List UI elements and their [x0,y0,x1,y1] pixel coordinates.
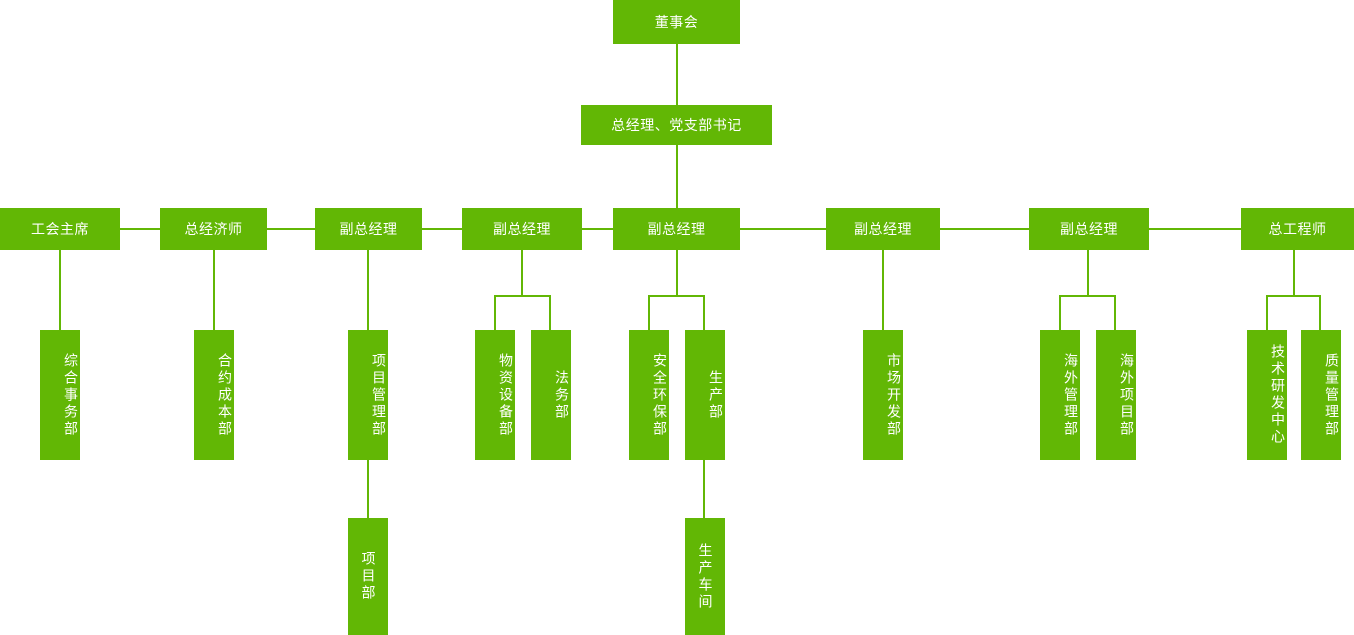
connector-exec-spine-4 [582,228,613,230]
connector-deputy2-bar [494,295,550,297]
node-market-development-dept[interactable]: 市场开发部 [863,330,903,460]
node-union-chairman[interactable]: 工会主席 [0,208,120,250]
connector-exec-spine-5 [740,228,826,230]
node-deputy-gm-5[interactable]: 副总经理 [1029,208,1149,250]
connector-chief-engineer-bar [1266,295,1320,297]
node-contract-cost-dept[interactable]: 合约成本部 [194,330,234,460]
node-production-dept[interactable]: 生产部 [685,330,725,460]
node-chief-engineer[interactable]: 总工程师 [1241,208,1354,250]
connector-deputy3-stem [676,250,678,296]
connector-deputy5-stem [1087,250,1089,296]
connector-project-mgmt-to-project-dept [367,460,369,518]
connector-deputy2-to-materials [494,295,496,330]
connector-chief-engineer-to-tech-rd [1266,295,1268,330]
connector-exec-spine-3 [422,228,462,230]
node-quality-management-dept[interactable]: 质量管理部 [1301,330,1341,460]
connector-deputy1-to-project-mgmt [367,250,369,330]
connector-production-to-production-shop [703,460,705,518]
connector-exec-spine-2 [267,228,315,230]
node-overseas-management-dept[interactable]: 海外管理部 [1040,330,1080,460]
node-materials-equipment-dept[interactable]: 物资设备部 [475,330,515,460]
connector-exec-spine-7 [1149,228,1241,230]
node-deputy-gm-3[interactable]: 副总经理 [613,208,740,250]
connector-exec-spine-1 [120,228,160,230]
connector-deputy2-stem [521,250,523,296]
connector-deputy3-bar [648,295,704,297]
node-safety-environment-dept[interactable]: 安全环保部 [629,330,669,460]
connector-deputy5-to-overseas-mgmt [1059,295,1061,330]
connector-chief-engineer-to-quality [1319,295,1321,330]
connector-gm-to-exec-row [676,145,678,208]
connector-exec-spine-6 [940,228,1029,230]
connector-deputy5-bar [1059,295,1115,297]
node-deputy-gm-2[interactable]: 副总经理 [462,208,582,250]
connector-deputy3-to-production [703,295,705,330]
node-deputy-gm-1[interactable]: 副总经理 [315,208,422,250]
connector-deputy5-to-overseas-project [1114,295,1116,330]
connector-board-to-gm [676,44,678,105]
node-board-of-directors[interactable]: 董事会 [613,0,740,44]
connector-union-chair-to-general-affairs [59,250,61,330]
node-project-mgmt-dept[interactable]: 项目管理部 [348,330,388,460]
connector-deputy2-to-legal [549,295,551,330]
connector-chief-econ-to-contract-cost [213,250,215,330]
node-general-affairs-dept[interactable]: 综合事务部 [40,330,80,460]
node-general-manager[interactable]: 总经理、党支部书记 [581,105,772,145]
node-tech-rd-center[interactable]: 技术研发中心 [1247,330,1287,460]
node-production-workshop[interactable]: 生产车间 [685,518,725,635]
node-project-dept[interactable]: 项目部 [348,518,388,635]
connector-chief-engineer-stem [1293,250,1295,296]
node-overseas-project-dept[interactable]: 海外项目部 [1096,330,1136,460]
connector-deputy3-to-safety [648,295,650,330]
node-legal-affairs-dept[interactable]: 法务部 [531,330,571,460]
node-deputy-gm-4[interactable]: 副总经理 [826,208,940,250]
connector-deputy4-to-market-dev [882,250,884,330]
node-chief-economist[interactable]: 总经济师 [160,208,267,250]
